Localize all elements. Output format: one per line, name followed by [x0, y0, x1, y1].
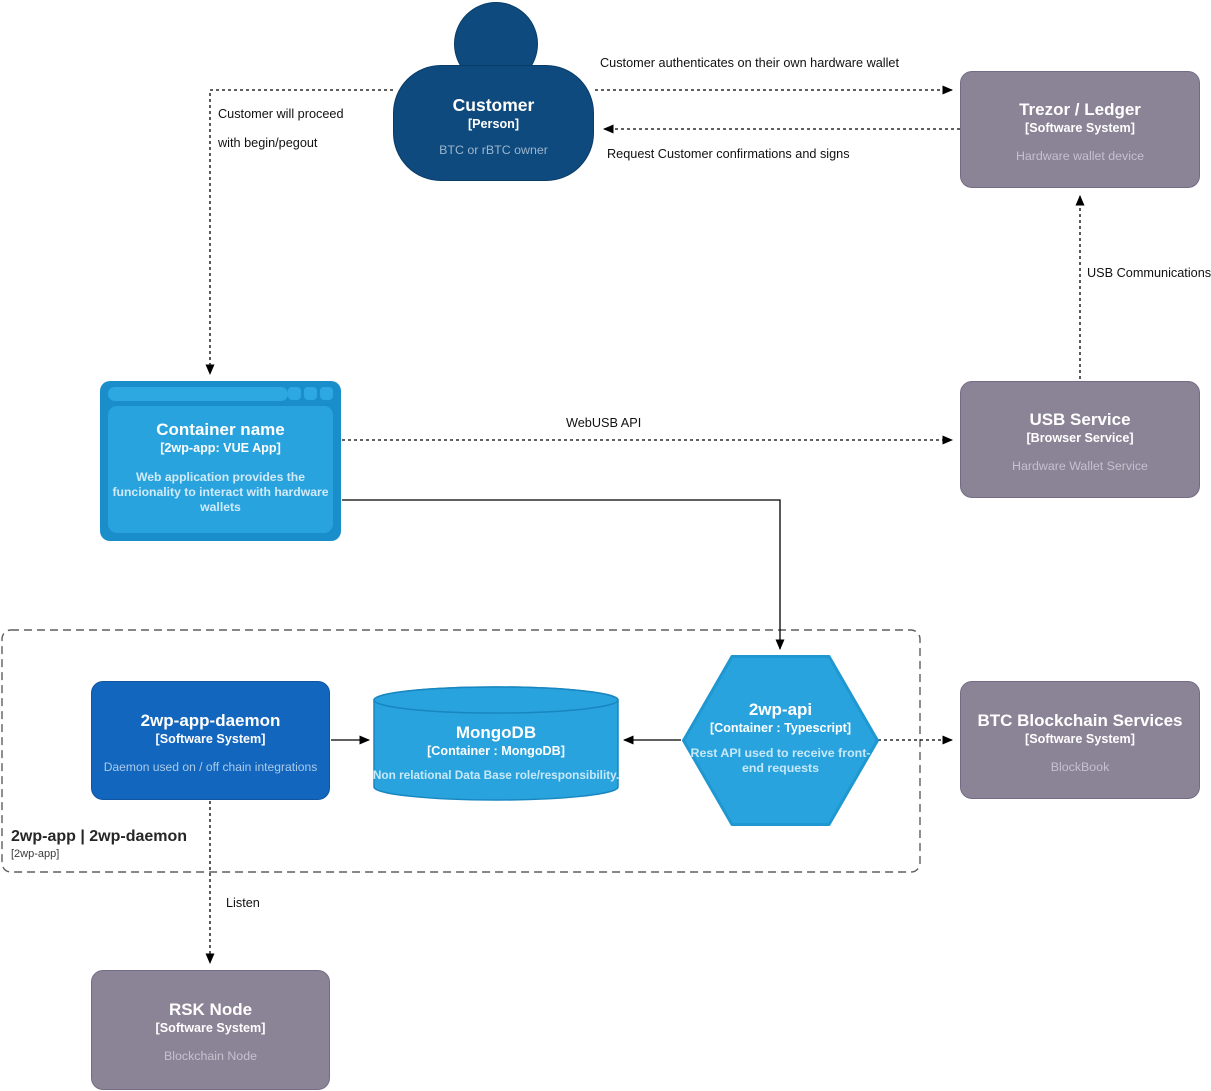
boundary-subtitle: [2wp-app]	[11, 848, 60, 860]
customer-person-node: Customer [Person] BTC or rBTC owner	[393, 65, 594, 181]
boundary-2wp-app-rect	[1, 629, 921, 873]
trezor-ledger-node: Trezor / Ledger [Software System] Hardwa…	[960, 71, 1200, 188]
node-type: [Software System]	[155, 1021, 266, 1035]
edge-label-usb-communications: USB Communications	[1087, 266, 1211, 280]
node-title: BTC Blockchain Services	[977, 711, 1183, 730]
api-node: 2wp-api [Container : Typescript] Rest AP…	[682, 655, 879, 825]
node-desc: Rest API used to receive front-end reque…	[690, 746, 871, 775]
browser-address-bar	[108, 387, 288, 401]
node-type: [Software System]	[1025, 121, 1135, 135]
edge-label-webusb-api: WebUSB API	[566, 416, 642, 430]
node-type: [Person]	[467, 117, 520, 131]
edge-label-customer-proceed-1: Customer will proceed	[218, 107, 344, 121]
browser-content: Container name [2wp-app: VUE App] Web ap…	[108, 406, 333, 533]
edge-label-listen: Listen	[226, 896, 260, 910]
node-title: USB Service	[1029, 410, 1131, 429]
daemon-node: 2wp-app-daemon [Software System] Daemon …	[91, 681, 330, 800]
node-desc: Blockchain Node	[164, 1049, 257, 1063]
node-type: [Software System]	[1025, 732, 1135, 746]
rsk-node: RSK Node [Software System] Blockchain No…	[91, 970, 330, 1090]
node-desc: Hardware wallet device	[1015, 149, 1145, 163]
node-type: [Browser Service]	[1026, 431, 1134, 445]
node-type: [2wp-app: VUE App]	[160, 441, 281, 455]
node-title: RSK Node	[168, 1000, 253, 1019]
node-title: 2wp-app-daemon	[140, 711, 281, 730]
node-type: [Container : MongoDB]	[427, 744, 565, 758]
node-desc: Hardware Wallet Service	[1012, 459, 1148, 473]
btc-blockchain-services-node: BTC Blockchain Services [Software System…	[960, 681, 1200, 799]
mongodb-cylinder	[373, 686, 619, 801]
browser-window-button	[304, 387, 317, 400]
edge-container-to-api-line	[342, 499, 785, 650]
node-desc: Non relational Data Base role/responsibi…	[372, 768, 620, 782]
browser-window-button	[320, 387, 333, 400]
mongodb-node: MongoDB [Container : MongoDB] Non relati…	[373, 686, 619, 800]
boundary-title: 2wp-app | 2wp-daemon	[11, 828, 188, 845]
edge-label-request-confirmations: Request Customer confirmations and signs	[607, 147, 850, 161]
edge-label-customer-proceed-2: with begin/pegout	[218, 136, 318, 150]
edge-customer-proceed-line	[205, 89, 393, 375]
node-type: [Container : Typescript]	[709, 721, 852, 735]
node-title: MongoDB	[455, 723, 537, 742]
api-hexagon-shape	[682, 655, 879, 826]
container-name-browser-node: Container name [2wp-app: VUE App] Web ap…	[100, 381, 341, 541]
node-desc: Daemon used on / off chain integrations	[103, 760, 318, 774]
node-desc: Web application provides the funcionalit…	[112, 470, 329, 514]
node-desc: BTC or rBTC owner	[439, 143, 548, 157]
node-title: Container name	[156, 420, 285, 439]
api-hexagon	[682, 655, 879, 826]
node-type: [Software System]	[155, 732, 266, 746]
mongodb-cylinder-top	[373, 686, 619, 714]
node-desc: BlockBook	[1050, 760, 1110, 774]
usb-service-node: USB Service [Browser Service] Hardware W…	[960, 381, 1200, 498]
browser-window-button	[288, 387, 301, 400]
edge-label-customer-authenticates: Customer authenticates on their own hard…	[600, 56, 900, 70]
node-title: Trezor / Ledger	[1019, 100, 1141, 119]
node-title: 2wp-api	[748, 700, 813, 719]
node-title: Customer	[452, 95, 535, 115]
